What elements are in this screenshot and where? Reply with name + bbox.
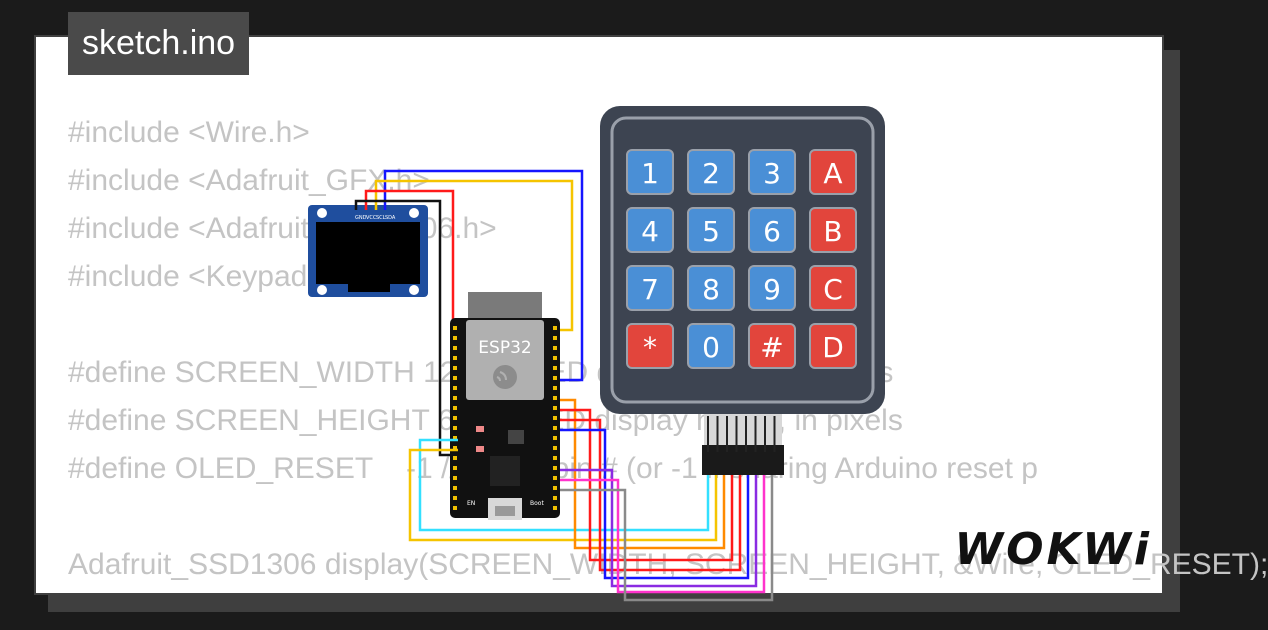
keypad-key[interactable]: 2 — [687, 149, 735, 195]
keypad-key-label: 8 — [702, 273, 720, 306]
esp32-pin — [553, 506, 557, 510]
esp32-pin — [553, 476, 557, 480]
keypad-key-label: 7 — [641, 273, 659, 306]
keypad-key-label: 9 — [763, 273, 781, 306]
esp32-pin — [553, 446, 557, 450]
esp32-boot-label: Boot — [530, 500, 544, 507]
code-line: #include <Wire.h> — [68, 116, 310, 149]
esp32-pin — [453, 476, 457, 480]
keypad-key[interactable]: 6 — [748, 207, 796, 253]
keypad-key[interactable]: 5 — [687, 207, 735, 253]
keypad-key-label: 2 — [702, 157, 720, 190]
esp32-pin — [453, 416, 457, 420]
keypad-key-label: C — [823, 273, 843, 306]
wokwi-logo: WOKWi — [954, 524, 1152, 575]
keypad-key[interactable]: 9 — [748, 265, 796, 311]
keypad-key-label: 3 — [763, 157, 781, 190]
esp32-pin — [453, 366, 457, 370]
esp32-pin — [553, 486, 557, 490]
esp32-pin — [553, 466, 557, 470]
file-tab[interactable]: sketch.ino — [68, 12, 250, 75]
esp32-pin — [553, 426, 557, 430]
esp32-pin — [453, 386, 457, 390]
esp32-pin — [453, 346, 457, 350]
keypad-key-label: A — [823, 157, 842, 190]
esp32-pin — [453, 396, 457, 400]
keypad-keys: 1 2 3 A 4 5 6 B 7 8 9 C * 0 # D — [626, 149, 857, 369]
esp32-pin — [453, 356, 457, 360]
keypad-key-label: * — [643, 331, 657, 364]
esp32-pin — [553, 326, 557, 330]
keypad-key[interactable]: 0 — [687, 323, 735, 369]
keypad-wires — [408, 398, 774, 602]
esp32-pin — [453, 456, 457, 460]
esp32-pin — [553, 346, 557, 350]
keypad-key[interactable]: 8 — [687, 265, 735, 311]
esp32-pin — [453, 446, 457, 450]
keypad-key-label: D — [822, 331, 844, 364]
oled-pin-sda: SDA — [385, 215, 396, 221]
esp32-pin-headers — [453, 326, 557, 510]
esp32-pin — [453, 486, 457, 490]
esp32-board[interactable]: ESP32 EN Boot — [450, 292, 560, 520]
esp32-pin — [553, 416, 557, 420]
esp32-pin — [553, 406, 557, 410]
esp32-pin — [453, 466, 457, 470]
keypad-key-label: B — [823, 215, 842, 248]
esp32-pin — [553, 386, 557, 390]
oled-wires — [354, 169, 584, 457]
keypad-pins — [707, 416, 776, 452]
esp32-pin — [553, 366, 557, 370]
oled-pin-gnd: GND — [355, 215, 367, 221]
oled-pin-scl: SCL — [376, 215, 386, 221]
esp32-pin — [453, 496, 457, 500]
esp32-pin — [453, 326, 457, 330]
oled-pin-vcc: VCC — [366, 215, 377, 221]
keypad-key-label: 6 — [763, 215, 781, 248]
keypad-key[interactable]: # — [748, 323, 796, 369]
esp32-pin — [553, 436, 557, 440]
esp32-pin — [553, 336, 557, 340]
oled-display[interactable]: GND VCC SCL SDA — [308, 205, 428, 297]
keypad-key[interactable]: 7 — [626, 265, 674, 311]
esp32-pin — [453, 506, 457, 510]
esp32-pin — [553, 356, 557, 360]
keypad-key[interactable]: B — [809, 207, 857, 253]
keypad-key-label: 4 — [641, 215, 659, 248]
esp32-pin — [553, 456, 557, 460]
circuit-diagram: GND VCC SCL SDA ESP32 EN Boot 1 2 3 A 4 5 6 B 7 8… — [308, 106, 885, 602]
keypad-key-label: 1 — [641, 157, 659, 190]
project-card: #include <Wire.h>#include <Adafruit_GFX.… — [34, 35, 1268, 595]
keypad-key-label: 5 — [702, 215, 720, 248]
keypad-key[interactable]: 4 — [626, 207, 674, 253]
esp32-pin — [453, 406, 457, 410]
esp32-pin — [553, 496, 557, 500]
esp32-en-label: EN — [467, 500, 475, 507]
keypad-key-label: # — [760, 331, 783, 364]
keypad[interactable]: 1 2 3 A 4 5 6 B 7 8 9 C * 0 # D — [600, 106, 885, 475]
keypad-key[interactable]: 1 — [626, 149, 674, 195]
keypad-key-label: 0 — [702, 331, 720, 364]
esp32-pin — [553, 396, 557, 400]
esp32-pin — [453, 376, 457, 380]
esp32-pin — [453, 436, 457, 440]
keypad-key[interactable]: 3 — [748, 149, 796, 195]
keypad-key[interactable]: D — [809, 323, 857, 369]
keypad-key[interactable]: A — [809, 149, 857, 195]
esp32-pin — [453, 426, 457, 430]
esp32-pin — [453, 336, 457, 340]
keypad-key[interactable]: C — [809, 265, 857, 311]
esp32-label: ESP32 — [478, 338, 531, 358]
esp32-pin — [553, 376, 557, 380]
keypad-key[interactable]: * — [626, 323, 674, 369]
